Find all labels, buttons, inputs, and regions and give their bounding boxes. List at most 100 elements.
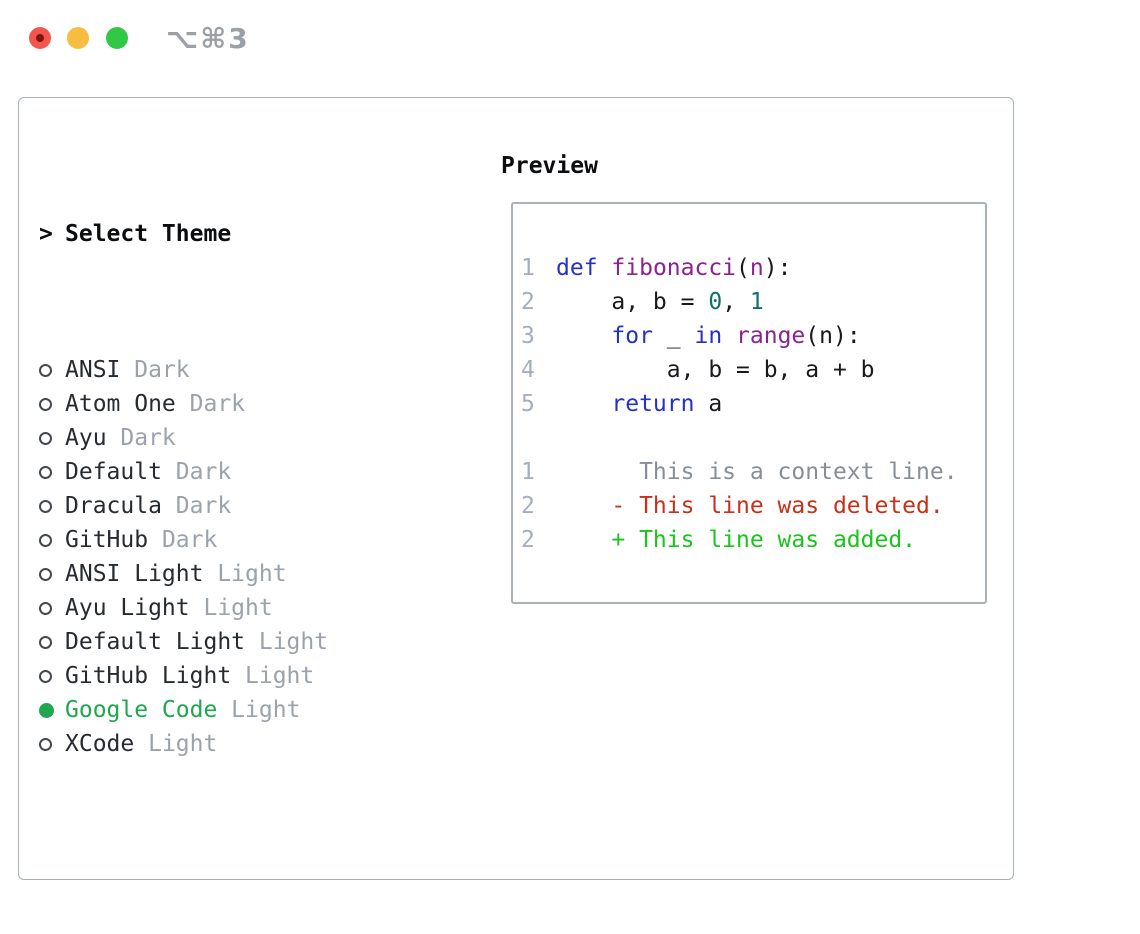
cursor-icon: > — [39, 221, 53, 247]
code-token-number: 1 — [749, 289, 764, 315]
theme-row[interactable]: ANSI Dark — [39, 353, 484, 387]
radio-icon — [39, 727, 65, 761]
theme-variant-tag: Dark — [161, 493, 232, 519]
theme-name: Ayu Light — [65, 595, 190, 621]
code-token-param: n — [749, 255, 764, 281]
theme-row[interactable]: Ayu Light Light — [39, 591, 484, 625]
theme-picker-header: > Select Theme — [39, 217, 484, 251]
code-line: 4 a, b = b, a + b — [521, 353, 958, 387]
line-number: 2 — [521, 493, 535, 519]
theme-variant-tag: Dark — [161, 459, 232, 485]
theme-row[interactable]: Default Dark — [39, 455, 484, 489]
radio-icon — [39, 625, 65, 659]
code-token-plain — [598, 255, 612, 281]
theme-name: XCode — [65, 731, 135, 757]
code-token-plain: _ — [652, 323, 695, 349]
theme-row[interactable]: GitHub Light Light — [39, 659, 484, 693]
theme-row[interactable]: ANSI Light Light — [39, 557, 484, 591]
radio-icon — [39, 591, 65, 625]
line-number: 2 — [521, 289, 535, 315]
diff-text: - This line was deleted. — [556, 493, 944, 519]
blank-line — [521, 421, 958, 455]
code-token-plain: ( — [736, 255, 750, 281]
line-number: 5 — [521, 391, 535, 417]
window-title: ⌥⌘3 — [166, 22, 250, 55]
theme-row[interactable]: GitHub Dark — [39, 523, 484, 557]
minimize-button[interactable] — [67, 27, 89, 49]
code-token-function: fibonacci — [611, 255, 737, 281]
theme-name: Default Light — [65, 629, 246, 655]
theme-row[interactable]: Default Light Light — [39, 625, 484, 659]
code-line: 5 return a — [521, 387, 958, 421]
line-number: 3 — [521, 323, 535, 349]
theme-name: Google Code — [65, 697, 218, 723]
code-token-plain — [556, 323, 611, 349]
code-token-number: 0 — [708, 289, 723, 315]
line-number: 1 — [521, 459, 535, 485]
zoom-button[interactable] — [106, 27, 128, 49]
radio-icon — [39, 659, 65, 693]
code-line: 1 def fibonacci(n): — [521, 251, 958, 285]
code-token-function: range — [736, 323, 806, 349]
code-token-keyword: return — [611, 391, 695, 417]
theme-variant-tag: Dark — [120, 357, 190, 383]
diff-text: + This line was added. — [556, 527, 917, 553]
code-token-plain — [556, 391, 611, 417]
theme-variant-tag: Dark — [148, 527, 218, 553]
theme-name: GitHub Light — [65, 663, 232, 689]
radio-selected-icon — [39, 693, 65, 727]
code-line: 2 a, b = 0, 1 — [521, 285, 958, 319]
theme-name: Atom One — [65, 391, 176, 417]
spacer — [39, 863, 484, 897]
close-button[interactable] — [29, 27, 51, 49]
code-token-keyword: def — [556, 255, 598, 281]
theme-variant-tag: Light — [217, 697, 301, 723]
code-token-plain: a, b = — [556, 289, 709, 315]
theme-variant-tag: Light — [245, 629, 329, 655]
code-token-plain: a, b = b, a + b — [556, 357, 875, 383]
radio-icon — [39, 557, 65, 591]
theme-variant-tag: Light — [203, 561, 287, 587]
theme-name: GitHub — [65, 527, 149, 553]
theme-row[interactable]: Ayu Dark — [39, 421, 484, 455]
theme-variant-tag: Light — [134, 731, 218, 757]
theme-picker-title: Select Theme — [65, 221, 232, 247]
theme-row[interactable]: Dracula Dark — [39, 489, 484, 523]
theme-row[interactable]: Google Code Light — [39, 693, 484, 727]
line-number: 4 — [521, 357, 535, 383]
theme-name: Ayu — [65, 425, 107, 451]
theme-row[interactable]: Atom One Dark — [39, 387, 484, 421]
theme-name: ANSI — [65, 357, 121, 383]
theme-variant-tag: Dark — [175, 391, 246, 417]
radio-icon — [39, 489, 65, 523]
radio-icon — [39, 523, 65, 557]
code-token-plain: ): — [763, 255, 792, 281]
radio-icon — [39, 353, 65, 387]
theme-name: Dracula — [65, 493, 162, 519]
code-token-keyword: in — [694, 323, 723, 349]
code-token-plain: (n): — [805, 323, 861, 349]
titlebar: ⌥⌘3 — [0, 0, 1140, 76]
theme-name: Default — [65, 459, 162, 485]
line-number: 1 — [521, 255, 535, 281]
radio-icon — [39, 387, 65, 421]
code-line: 3 for _ in range(n): — [521, 319, 958, 353]
code-token-plain: a — [694, 391, 723, 417]
theme-variant-tag: Light — [231, 663, 315, 689]
diff-line-deleted: 2 - This line was deleted. — [521, 489, 958, 523]
theme-variant-tag: Light — [189, 595, 273, 621]
radio-icon — [39, 455, 65, 489]
code-token-plain — [722, 323, 736, 349]
diff-line-added: 2 + This line was added. — [521, 523, 958, 557]
diff-line-context: 1 This is a context line. — [521, 455, 958, 489]
theme-row[interactable]: XCode Light — [39, 727, 484, 761]
line-number: 2 — [521, 527, 535, 553]
theme-variant-tag: Dark — [106, 425, 176, 451]
theme-name: ANSI Light — [65, 561, 204, 587]
radio-icon — [39, 421, 65, 455]
